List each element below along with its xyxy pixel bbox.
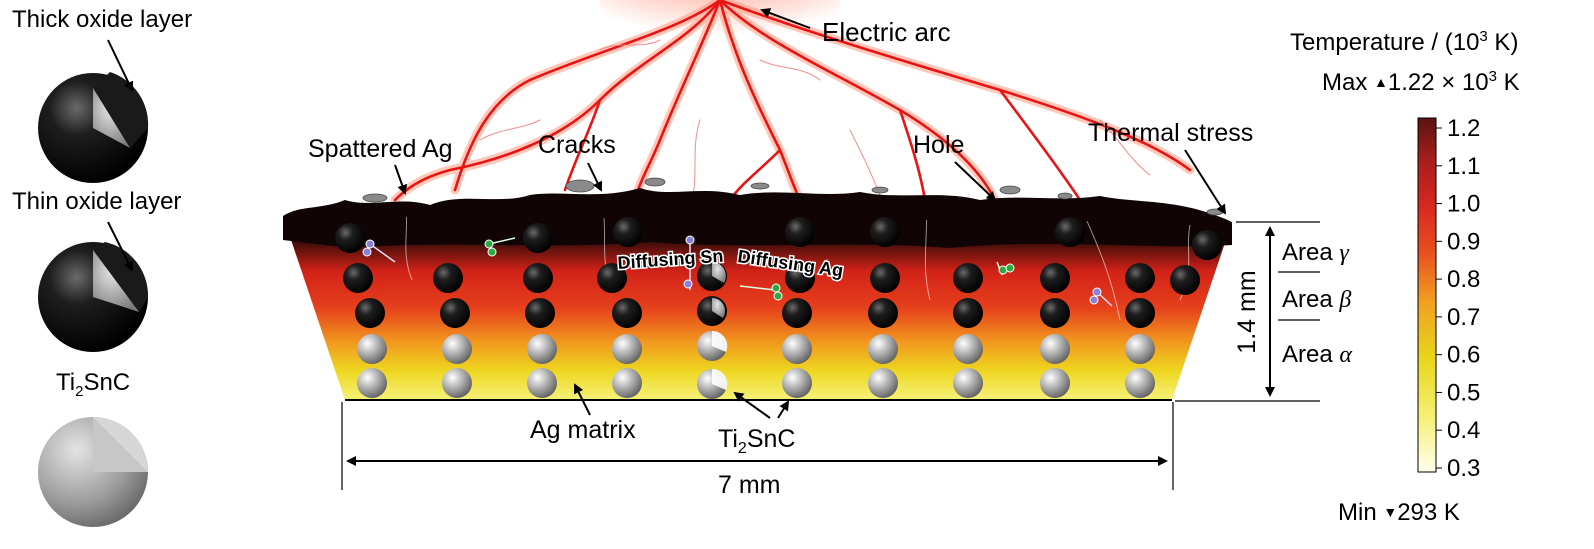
- thick-oxide-label: Thick oxide layer: [12, 6, 192, 33]
- grey-particles-row-2: [357, 368, 1155, 398]
- colorbar-tick-label: 0.4: [1447, 417, 1480, 444]
- electric-arc-arrow: [760, 8, 811, 29]
- width-dimension: [341, 402, 1174, 490]
- thin-oxide-arrow: [107, 221, 133, 272]
- hole-arrow: [954, 161, 997, 202]
- ti2snc-label: Ti2SnC: [718, 425, 795, 457]
- ti2snc-arrow-2: [777, 400, 790, 419]
- height-dimension: [1175, 221, 1320, 402]
- colorbar: Temperature / (103 K) Max ▲1.22 × 103 K …: [1290, 28, 1520, 526]
- thin-oxide-particle: [38, 242, 149, 352]
- colorbar-tick-label: 0.5: [1447, 379, 1480, 406]
- ag-matrix-label: Ag matrix: [530, 416, 636, 444]
- cracks-label: Cracks: [538, 131, 616, 159]
- colorbar-title: Temperature / (103 K): [1290, 28, 1518, 56]
- specimen-body: [283, 177, 1232, 401]
- black-particles-row-2: [343, 263, 1200, 295]
- colorbar-max-label: Max ▲1.22 × 103 K: [1322, 68, 1520, 96]
- colorbar-tick-label: 0.7: [1447, 304, 1480, 331]
- ti2snc-legend-label: Ti2SnC: [56, 369, 130, 400]
- colorbar-tick-label: 0.9: [1447, 228, 1480, 255]
- area-alpha-label: Area α: [1282, 341, 1352, 368]
- colorbar-tick-label: 1.2: [1447, 115, 1480, 142]
- diffusing-atoms: [362, 235, 1113, 307]
- grey-particles-row-1: [357, 334, 1155, 364]
- ti2snc-particle: [38, 417, 148, 527]
- area-gamma-label: Area γ: [1282, 239, 1349, 266]
- area-beta-label: Area β: [1282, 286, 1351, 313]
- spattered-ag-label: Spattered Ag: [308, 135, 453, 163]
- colorbar-tick-label: 0.8: [1447, 266, 1480, 293]
- thin-oxide-label: Thin oxide layer: [12, 188, 181, 215]
- hole-label: Hole: [913, 131, 964, 159]
- spattered-ag-arrow: [394, 164, 408, 195]
- black-particles-row-3: [355, 298, 1155, 328]
- thick-oxide-particle: [38, 72, 149, 183]
- cracks-arrow: [587, 162, 603, 192]
- ti2snc-arrow-1: [733, 391, 771, 419]
- ag-matrix-arrow: [574, 383, 591, 416]
- thermal-stress-arrow: [1184, 149, 1227, 215]
- colorbar-gradient: [1417, 117, 1437, 473]
- colorbar-ticks: 1.2 1.1 1.0 0.9 0.8 0.7 0.6 0.5 0.4 0.3: [1436, 115, 1480, 482]
- thick-oxide-arrow: [107, 39, 134, 92]
- height-label: 1.4 mm: [1233, 270, 1261, 353]
- colorbar-tick-label: 1.1: [1447, 153, 1480, 180]
- left-legend: Thick oxide layer Thin oxide layer Ti2Sn…: [12, 6, 192, 527]
- width-label: 7 mm: [718, 471, 781, 499]
- cutaway-particles: [697, 261, 728, 399]
- colorbar-min-label: Min ▼293 K: [1338, 499, 1460, 526]
- thermal-stress-label: Thermal stress: [1088, 119, 1253, 147]
- colorbar-tick-label: 0.6: [1447, 342, 1480, 369]
- particle-grid: [335, 217, 1222, 399]
- colorbar-tick-label: 0.3: [1447, 455, 1480, 482]
- colorbar-tick-label: 1.0: [1447, 191, 1480, 218]
- black-particles-row-1: [335, 217, 1222, 260]
- electric-arc: [390, 0, 1195, 206]
- electric-arc-label: Electric arc: [822, 17, 951, 47]
